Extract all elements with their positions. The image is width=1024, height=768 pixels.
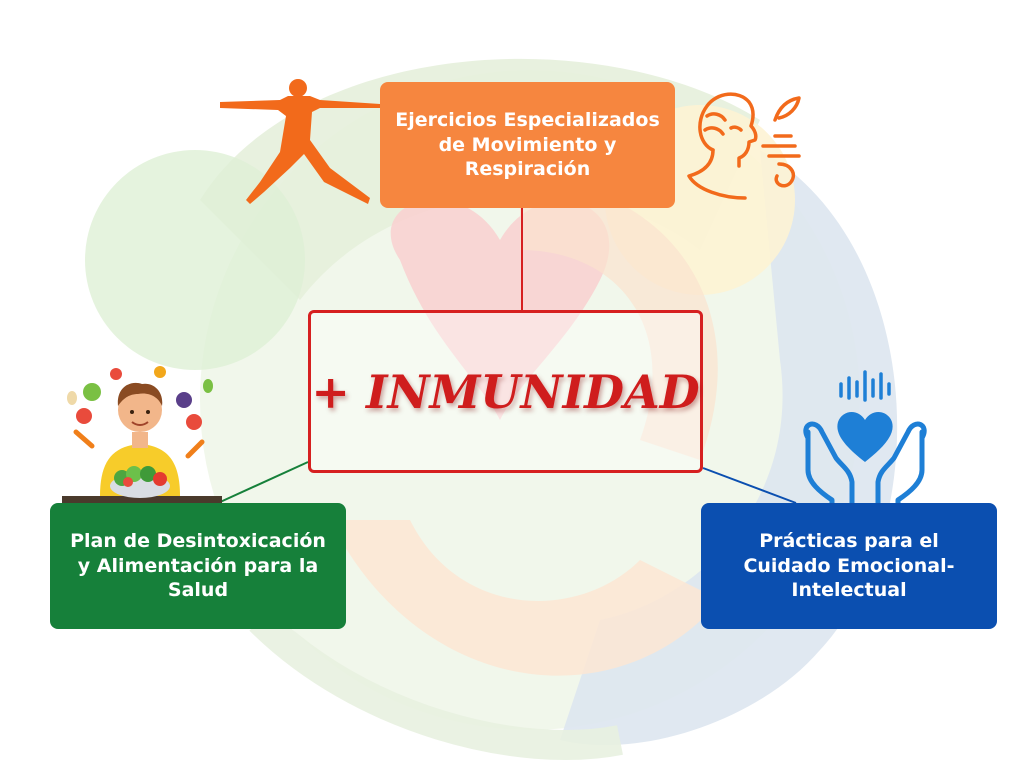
- box-top-line-1: Ejercicios Especializados: [395, 108, 660, 131]
- box-left-line-2: y Alimentación para la: [77, 554, 319, 577]
- heart-in-hands-icon: [803, 370, 927, 506]
- yoga-pose-icon: [220, 79, 380, 204]
- box-left-line-1: Plan de Desintoxicación: [70, 529, 326, 552]
- box-right-line-1: Prácticas para el: [759, 529, 939, 552]
- box-right-line-3: Intelectual: [791, 579, 907, 602]
- center-immunity-box: + INMUNIDAD: [308, 310, 703, 473]
- box-left-line-3: Salud: [167, 579, 229, 602]
- movement-breathing-box: Ejercicios Especializados de Movimiento …: [380, 82, 675, 208]
- connector-right: [702, 467, 797, 504]
- detox-nutrition-box: Plan de Desintoxicación y Alimentación p…: [50, 503, 346, 629]
- box-right-line-2: Cuidado Emocional-: [743, 554, 955, 577]
- connector-left: [217, 461, 309, 504]
- healthy-eating-person-icon: [62, 366, 222, 505]
- emotional-care-box: Prácticas para el Cuidado Emocional- Int…: [701, 503, 997, 629]
- center-title: + INMUNIDAD: [311, 364, 700, 419]
- breathing-head-icon: [687, 92, 801, 200]
- box-top-line-3: Respiración: [464, 158, 591, 181]
- box-top-line-2: de Movimiento y: [438, 133, 617, 156]
